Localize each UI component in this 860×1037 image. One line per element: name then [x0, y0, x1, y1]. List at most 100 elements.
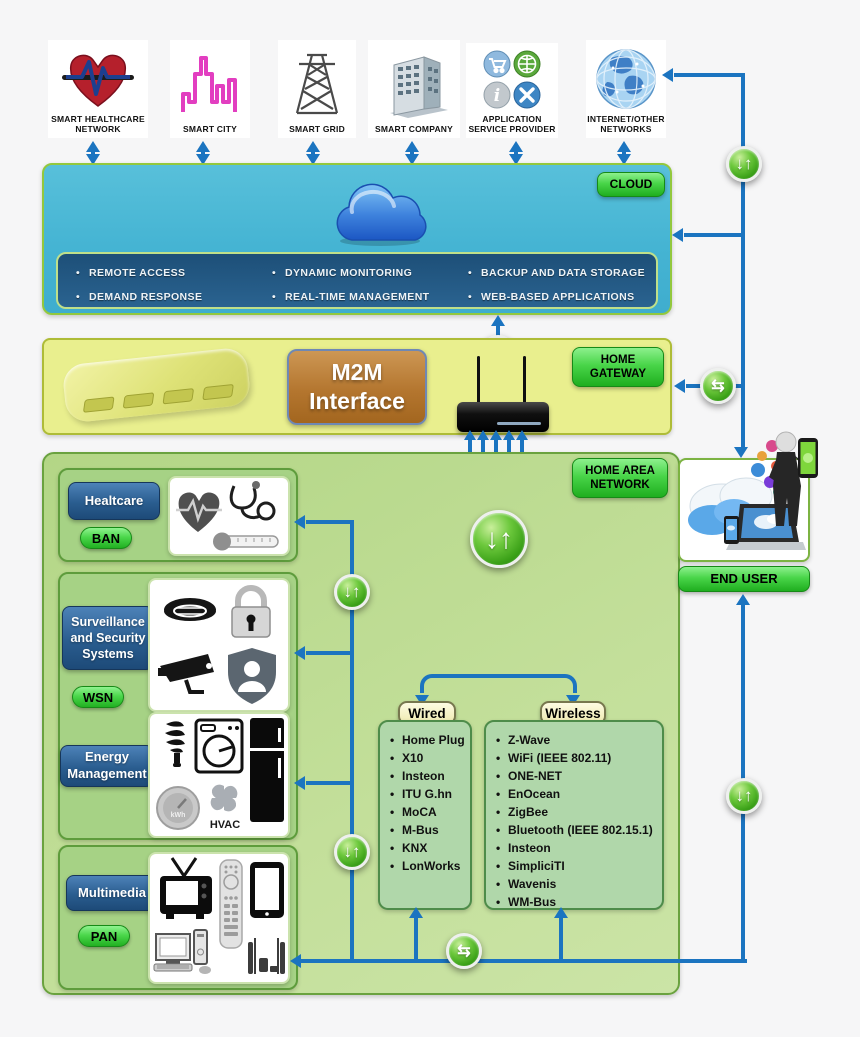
- swap-arrows-icon: ⇆: [446, 933, 482, 969]
- branch-to-energy: [306, 781, 352, 785]
- m2m-line2: Interface: [309, 388, 405, 414]
- tile-label: SMART GRID: [289, 124, 345, 135]
- ban-tag: BAN: [80, 527, 132, 549]
- wsn-tag: WSN: [72, 686, 124, 708]
- city-skyline-icon: [172, 42, 248, 125]
- hub-port: [161, 388, 194, 405]
- router-body: [457, 402, 549, 432]
- list-item: WEB-BASED APPLICATIONS: [468, 285, 646, 309]
- router-antenna: [523, 356, 526, 404]
- connector-healthcare-cloud: [85, 141, 101, 165]
- cloud-icon: [322, 168, 438, 250]
- branch-to-surveillance: [306, 651, 352, 655]
- updown-arrows-icon: ↓↑: [470, 510, 528, 568]
- arrow-to-internet: [662, 68, 673, 82]
- list-item: ZigBee: [494, 803, 658, 821]
- updown-arrows-icon: ↓↑: [726, 146, 762, 182]
- updown-arrows-icon: ↓↑: [726, 778, 762, 814]
- list-item: REMOTE ACCESS: [76, 261, 254, 285]
- list-item: M-Bus: [388, 821, 466, 839]
- branch-to-cloud: [684, 233, 743, 237]
- arrow-to-wired: [415, 695, 429, 706]
- transmission-tower-icon: [280, 42, 354, 125]
- list-item: LonWorks: [388, 857, 466, 875]
- pan-tag: PAN: [78, 925, 130, 947]
- arrow-up-wired: [409, 907, 423, 918]
- arrow-to-gateway: [674, 379, 685, 393]
- home-gateway-badge: HOME GATEWAY: [572, 347, 664, 387]
- list-item: Z-Wave: [494, 731, 658, 749]
- list-item: X10: [388, 749, 466, 767]
- list-item: Wavenis: [494, 875, 658, 893]
- wireless-list-box: Z-WaveWiFi (IEEE 802.11)ONE-NETEnOceanZi…: [484, 720, 664, 911]
- updown-arrows-icon: ↓↑: [334, 574, 370, 610]
- hub-port: [82, 396, 115, 413]
- branch-to-healthcare: [306, 520, 352, 524]
- office-building-icon: [370, 42, 458, 125]
- router-led-stripe: [497, 422, 541, 425]
- gateway-hub-device: [61, 346, 252, 424]
- home-gateway-section: M2M Interface HOME GATEWAY: [42, 338, 672, 435]
- tile-label: SMART CITY: [183, 124, 237, 135]
- surveillance-devices-icon: [158, 585, 276, 704]
- list-item: Insteon: [388, 767, 466, 785]
- updown-arrows-icon: ↓↑: [334, 834, 370, 870]
- m2m-line1: M2M: [331, 359, 383, 386]
- tile-internet-other-networks: INTERNET/OTHER NETWORKS: [586, 40, 666, 138]
- cloud-feature-panel: REMOTE ACCESSDEMAND RESPONSEDYNAMIC MONI…: [56, 252, 658, 309]
- multimedia-devices-panel: [148, 852, 290, 984]
- list-item: WiFi (IEEE 802.11): [494, 749, 658, 767]
- svg-text:i: i: [494, 86, 500, 106]
- hub-port: [122, 392, 154, 409]
- tile-application-service-provider: i APPLICATION SERVICE PROVIDER: [466, 43, 558, 138]
- list-item: WM-Bus: [494, 893, 658, 911]
- list-item: REAL-TIME MANAGEMENT: [272, 285, 450, 309]
- swap-arrows-icon: ⇆: [700, 368, 736, 404]
- tile-smart-city: SMART CITY: [170, 40, 250, 138]
- tile-smart-grid: SMART GRID: [278, 40, 356, 138]
- arrow-up-enduser: [736, 594, 750, 605]
- branch-to-internet: [674, 73, 743, 77]
- heart-ekg-icon: [50, 42, 146, 115]
- healthcare-devices-icon: [176, 481, 279, 551]
- wireless-list: Z-WaveWiFi (IEEE 802.11)ONE-NETEnOceanZi…: [494, 731, 658, 911]
- multimedia-label: Multimedia: [66, 875, 158, 911]
- cloud-badge: CLOUD: [597, 172, 665, 197]
- list-item: SimpliciTI: [494, 857, 658, 875]
- arrow-up-wireless: [554, 907, 568, 918]
- end-user-person-icon: [748, 430, 820, 530]
- tile-label: INTERNET/OTHER NETWORKS: [587, 114, 665, 135]
- hub-port: [201, 383, 234, 401]
- energy-management-label: Energy Management: [60, 745, 154, 787]
- energy-devices-icon: kWh HVAC: [156, 718, 284, 831]
- connector-grid-cloud: [305, 141, 321, 165]
- arrow-to-cloud: [672, 228, 683, 242]
- app-services-icon: i: [468, 45, 556, 115]
- tile-label: SMART COMPANY: [375, 124, 453, 135]
- tile-smart-company: SMART COMPANY: [368, 40, 460, 138]
- stub-to-wired: [414, 917, 418, 961]
- arrow-to-wireless: [566, 695, 580, 706]
- tile-label: APPLICATION SERVICE PROVIDER: [468, 114, 556, 135]
- list-item: DYNAMIC MONITORING: [272, 261, 450, 285]
- arrow-to-enduser-box: [734, 447, 748, 458]
- svg-text:HVAC: HVAC: [210, 819, 240, 831]
- stub-to-wireless: [559, 917, 563, 961]
- arrow-to-multimedia: [290, 954, 301, 968]
- router-icon: [457, 354, 549, 432]
- list-item: Home Plug: [388, 731, 466, 749]
- surveillance-devices-panel: [148, 578, 290, 712]
- arrow-to-energy: [294, 776, 305, 790]
- cloud-section: CLOUD REMOTE ACCESSDEMAND RESPONSEDYNAMI…: [42, 163, 672, 315]
- end-user-badge: END USER: [678, 566, 810, 592]
- surveillance-label: Surveillance and Security Systems: [62, 606, 154, 670]
- wired-wireless-bracket: [415, 674, 580, 706]
- connector-company-cloud: [404, 141, 420, 165]
- internet-globe-icon: [588, 42, 664, 115]
- wired-list-box: Home PlugX10InsteonITU G.hnMoCAM-BusKNXL…: [378, 720, 472, 910]
- list-item: MoCA: [388, 803, 466, 821]
- arrow-to-surveillance: [294, 646, 305, 660]
- category-spine-line: [350, 520, 354, 961]
- list-item: Insteon: [494, 839, 658, 857]
- healthcare-devices-panel: [168, 476, 290, 556]
